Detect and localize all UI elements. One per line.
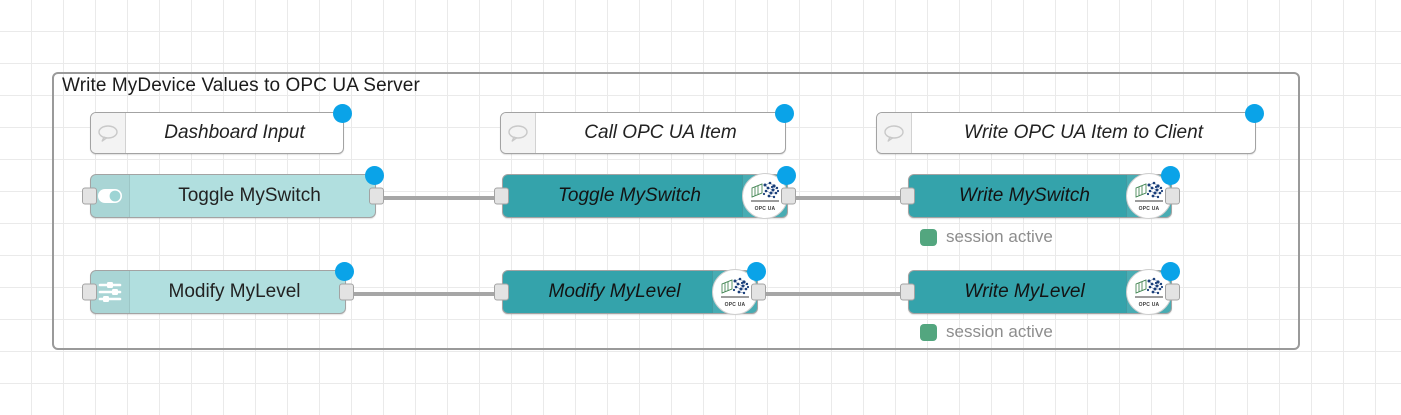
status-indicator-dot	[920, 323, 937, 341]
node-write-myswitch-opcua-client[interactable]: Write MySwitch	[900, 166, 1180, 219]
opc-ua-badge: OPC UA	[712, 269, 758, 315]
comment-node-call-opc-ua-item[interactable]: Call OPC UA Item	[500, 104, 794, 154]
node-input-port[interactable]	[900, 283, 915, 301]
speech-bubble-icon	[508, 125, 528, 142]
status-label: session active	[946, 322, 1053, 341]
speech-bubble-icon	[98, 125, 118, 142]
node-input-port[interactable]	[82, 187, 97, 205]
node-modify-mylevel-dashboard[interactable]: Modify MyLevel	[82, 262, 354, 314]
comment-label: Call OPC UA Item	[584, 122, 737, 143]
status-indicator-dot	[920, 228, 937, 246]
selection-dot[interactable]	[775, 104, 794, 123]
node-status-write-mylevel: session active	[920, 322, 1053, 342]
node-label: Toggle MySwitch	[558, 185, 701, 206]
node-input-port[interactable]	[494, 187, 509, 205]
comment-label: Dashboard Input	[164, 122, 305, 143]
selection-dot[interactable]	[1161, 166, 1180, 185]
wire-row2-a[interactable]	[352, 292, 504, 296]
selection-dot[interactable]	[1161, 262, 1180, 281]
node-output-port[interactable]	[369, 187, 384, 205]
opc-ua-badge-text: OPC UA	[1138, 206, 1160, 212]
wire-row1-a[interactable]	[382, 196, 502, 200]
sliders-icon	[91, 271, 130, 313]
node-output-port[interactable]	[751, 283, 766, 301]
opc-ua-badge-text: OPC UA	[724, 302, 746, 308]
node-input-port[interactable]	[82, 283, 97, 301]
comment-icon	[877, 113, 912, 153]
selection-dot[interactable]	[333, 104, 352, 123]
node-write-mylevel-opcua-client[interactable]: Write MyLevel	[900, 262, 1180, 315]
node-label: Toggle MySwitch	[178, 185, 321, 206]
wire-row2-b[interactable]	[756, 292, 908, 296]
node-label: Modify MyLevel	[168, 281, 301, 302]
node-modify-mylevel-opcua-item[interactable]: Modify MyLevel	[494, 262, 766, 315]
toggle-switch-icon	[91, 175, 130, 217]
comment-icon	[91, 113, 126, 153]
node-toggle-myswitch-dashboard[interactable]: Toggle MySwitch	[82, 166, 384, 218]
node-label: Write MySwitch	[959, 185, 1090, 206]
selection-dot[interactable]	[1245, 104, 1264, 123]
opc-ua-badge-text: OPC UA	[1138, 302, 1160, 308]
node-output-port[interactable]	[781, 187, 796, 205]
node-label: Write MyLevel	[964, 281, 1085, 302]
selection-dot[interactable]	[365, 166, 384, 185]
opc-ua-badge-text: OPC UA	[754, 206, 776, 212]
comment-node-write-opc-ua-item-to-client[interactable]: Write OPC UA Item to Client	[876, 104, 1264, 154]
comment-label: Write OPC UA Item to Client	[964, 122, 1203, 143]
node-output-port[interactable]	[1165, 283, 1180, 301]
status-label: session active	[946, 227, 1053, 246]
speech-bubble-icon	[884, 125, 904, 142]
comment-icon	[501, 113, 536, 153]
node-label: Modify MyLevel	[548, 281, 681, 302]
selection-dot[interactable]	[747, 262, 766, 281]
selection-dot[interactable]	[777, 166, 796, 185]
node-toggle-myswitch-opcua-item[interactable]: Toggle MySwitch	[494, 166, 796, 219]
node-output-port[interactable]	[339, 283, 354, 301]
node-status-write-myswitch: session active	[920, 227, 1053, 247]
flow-group[interactable]	[52, 72, 1300, 350]
node-input-port[interactable]	[900, 187, 915, 205]
comment-node-dashboard-input[interactable]: Dashboard Input	[90, 104, 352, 154]
flow-group-label: Write MyDevice Values to OPC UA Server	[62, 75, 420, 96]
node-input-port[interactable]	[494, 283, 509, 301]
wire-row1-b[interactable]	[786, 196, 908, 200]
selection-dot[interactable]	[335, 262, 354, 281]
node-output-port[interactable]	[1165, 187, 1180, 205]
